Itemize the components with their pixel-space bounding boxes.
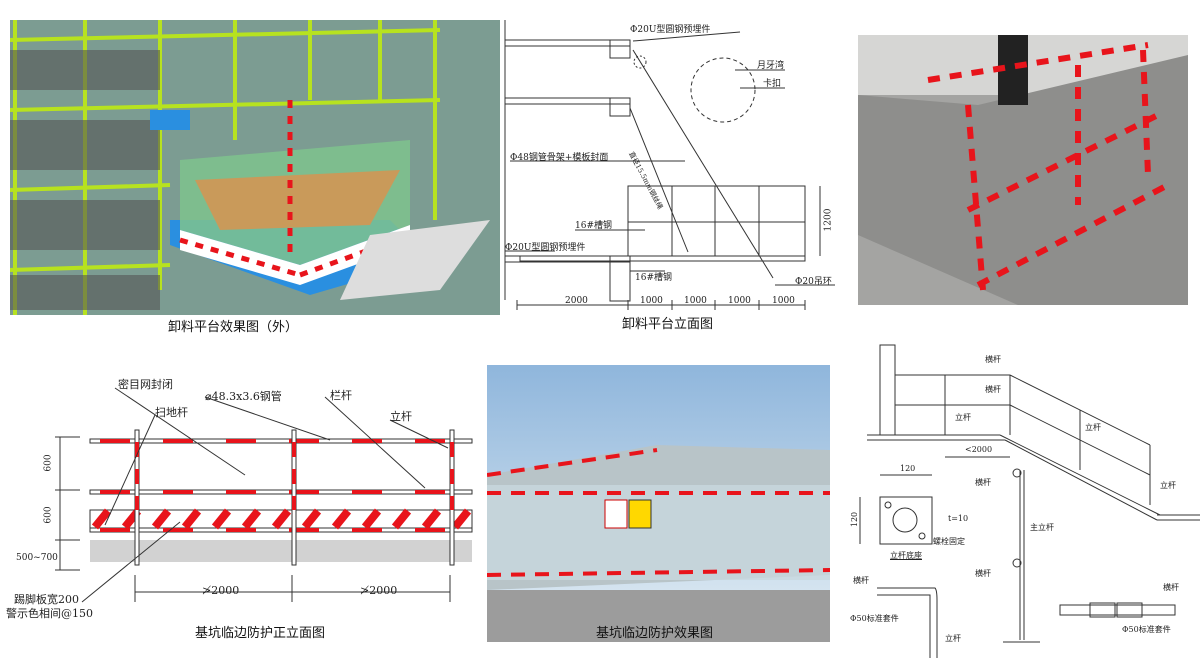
label-rail-c: 横杆 <box>853 576 869 585</box>
label-post-4: 立杆 <box>945 634 961 643</box>
stair-detail-drawing: 横杆 横杆 立杆 立杆 立杆 <2000 120 120 t=10 螺栓固定 立… <box>845 340 1200 660</box>
label-rail-mid: 横杆 <box>985 385 1001 394</box>
dim-4: 1000 <box>772 296 795 306</box>
pit-render-caption: 基坑临边防护效果图 <box>596 626 714 641</box>
dim-2: 1000 <box>684 296 707 306</box>
pit-elevation-drawing: 密目网封闭 ⌀48.3x3.6钢管 栏杆 扫地杆 立杆 600 600 500~… <box>0 370 480 650</box>
label-post-2: 立杆 <box>1085 423 1101 432</box>
label-height: 1200 <box>823 208 834 232</box>
label-rail-top: 横杆 <box>985 355 1001 364</box>
dim-v-2: 500~700 <box>16 553 58 563</box>
label-base: 立杆底座 <box>890 551 922 560</box>
label-clip: 卡扣 <box>763 79 782 89</box>
label-plate-height: 120 <box>850 511 860 528</box>
platform-render-image <box>10 20 500 315</box>
dim-h-0: ≯2000 <box>202 584 240 597</box>
dim-v-0: 600 <box>43 454 54 472</box>
label-rail-d: 横杆 <box>1163 583 1179 592</box>
label-rail-b: 横杆 <box>975 569 991 578</box>
dim-h-1: ≯2000 <box>360 584 398 597</box>
label-bolt: 螺栓固定 <box>933 537 965 546</box>
label-pipe: ⌀48.3x3.6钢管 <box>205 390 282 403</box>
label-plate-width: 120 <box>900 464 916 473</box>
label-frame: Φ48钢管骨架+模板封面 <box>510 153 609 163</box>
dim-1: 1000 <box>640 296 663 306</box>
label-rail: 栏杆 <box>330 389 352 402</box>
stair-railing-illustration <box>858 35 1188 305</box>
label-channel-2: 16#槽钢 <box>635 273 672 283</box>
label-post-3: 立杆 <box>1160 481 1176 490</box>
label-rail-a: 横杆 <box>975 478 991 487</box>
platform-elevation-caption: 卸料平台立面图 <box>622 317 714 332</box>
label-embed-top: Φ20U型圆钢预埋件 <box>630 25 711 35</box>
label-embed-bottom: Φ20U型圆钢预埋件 <box>505 243 586 253</box>
dim-0: 2000 <box>565 296 588 306</box>
label-span: <2000 <box>965 445 993 454</box>
pit-guard-illustration <box>487 365 830 642</box>
label-toe-board: 踢脚板宽200 <box>14 593 79 606</box>
pit-render-image <box>487 365 830 642</box>
dim-3: 1000 <box>728 296 751 306</box>
label-sleeve-2: Φ50标准套件 <box>1122 625 1171 634</box>
pit-elevation-caption: 基坑临边防护正立面图 <box>195 626 326 641</box>
scaffold-illustration <box>10 20 500 315</box>
label-sleeve-1: Φ50标准套件 <box>850 614 899 623</box>
platform-render-caption: 卸料平台效果图（外） <box>168 320 299 335</box>
label-sweep: 扫地杆 <box>155 406 188 419</box>
label-mesh: 密目网封闭 <box>118 378 173 391</box>
label-thickness: t=10 <box>948 514 969 523</box>
label-ring: Φ20吊环 <box>795 277 832 287</box>
label-post: 立杆 <box>390 410 412 423</box>
label-crescent: 月牙湾 <box>757 61 785 71</box>
label-channel-1: 16#槽钢 <box>575 221 612 231</box>
label-warning-color: 警示色相间@150 <box>6 607 93 620</box>
dim-v-1: 600 <box>43 506 54 524</box>
label-main-post: 主立杆 <box>1030 523 1054 532</box>
stair-railing-photo <box>858 35 1188 305</box>
platform-elevation-drawing: Φ20U型圆钢预埋件 月牙湾 卡扣 直径15.5mm钢丝绳 Φ48钢管骨架+模板… <box>495 20 845 330</box>
label-post-1: 立杆 <box>955 413 971 422</box>
